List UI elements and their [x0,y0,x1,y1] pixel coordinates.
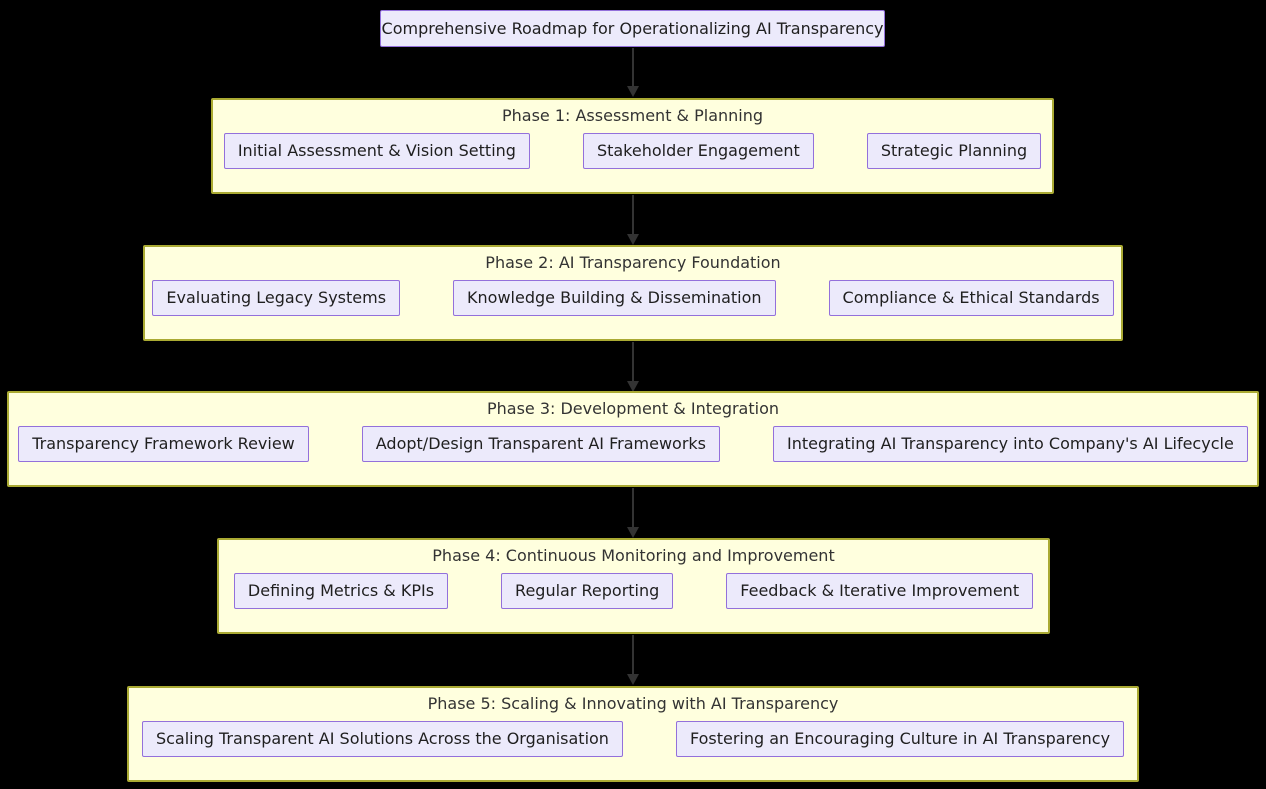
node-evaluating-legacy-systems[interactable]: Evaluating Legacy Systems [152,280,401,316]
root-node-roadmap[interactable]: Comprehensive Roadmap for Operationalizi… [380,10,885,47]
phase-2-title: Phase 2: AI Transparency Foundation [485,253,781,272]
arrow-root-to-phase-1 [627,48,639,97]
phase-4-title: Phase 4: Continuous Monitoring and Impro… [432,546,835,565]
phase-group-2[interactable]: Phase 2: AI Transparency Foundation Eval… [143,245,1123,341]
arrow-head [627,674,639,685]
node-knowledge-building-dissemination[interactable]: Knowledge Building & Dissemination [453,280,776,316]
arrow-phase-2-to-phase-3 [627,342,639,392]
node-adopt-design-transparent-ai-frameworks[interactable]: Adopt/Design Transparent AI Frameworks [361,426,720,462]
phase-3-nodes: Transparency Framework Review Adopt/Desi… [9,426,1257,462]
node-scaling-transparent-ai-solutions[interactable]: Scaling Transparent AI Solutions Across … [141,721,623,757]
arrow-phase-3-to-phase-4 [627,488,639,538]
phase-5-title: Phase 5: Scaling & Innovating with AI Tr… [427,694,839,713]
phase-2-nodes: Evaluating Legacy Systems Knowledge Buil… [145,280,1121,316]
node-strategic-planning[interactable]: Strategic Planning [866,133,1042,169]
phase-1-nodes: Initial Assessment & Vision Setting Stak… [213,133,1052,169]
arrow-head [627,527,639,538]
phase-4-nodes: Defining Metrics & KPIs Regular Reportin… [219,573,1048,609]
phase-group-4[interactable]: Phase 4: Continuous Monitoring and Impro… [217,538,1050,634]
node-integrating-ai-transparency-lifecycle[interactable]: Integrating AI Transparency into Company… [773,426,1248,462]
arrow-head [627,381,639,392]
arrow-shaft [632,635,634,674]
node-transparency-framework-review[interactable]: Transparency Framework Review [18,426,309,462]
phase-group-3[interactable]: Phase 3: Development & Integration Trans… [7,391,1259,487]
node-initial-assessment-vision-setting[interactable]: Initial Assessment & Vision Setting [223,133,530,169]
arrow-phase-1-to-phase-2 [627,195,639,245]
phase-group-1[interactable]: Phase 1: Assessment & Planning Initial A… [211,98,1054,194]
node-stakeholder-engagement[interactable]: Stakeholder Engagement [582,133,814,169]
node-defining-metrics-kpis[interactable]: Defining Metrics & KPIs [233,573,449,609]
node-feedback-iterative-improvement[interactable]: Feedback & Iterative Improvement [726,573,1034,609]
arrow-shaft [632,342,634,381]
arrow-head [627,234,639,245]
node-compliance-ethical-standards[interactable]: Compliance & Ethical Standards [828,280,1114,316]
arrow-shaft [632,488,634,527]
phase-3-title: Phase 3: Development & Integration [486,399,780,418]
arrow-shaft [632,48,634,86]
node-regular-reporting[interactable]: Regular Reporting [501,573,674,609]
node-fostering-encouraging-culture[interactable]: Fostering an Encouraging Culture in AI T… [675,721,1125,757]
phase-5-nodes: Scaling Transparent AI Solutions Across … [129,721,1137,757]
arrow-shaft [632,195,634,234]
phase-group-5[interactable]: Phase 5: Scaling & Innovating with AI Tr… [127,686,1139,782]
arrow-phase-4-to-phase-5 [627,635,639,685]
phase-1-title: Phase 1: Assessment & Planning [501,106,764,125]
arrow-head [627,86,639,97]
